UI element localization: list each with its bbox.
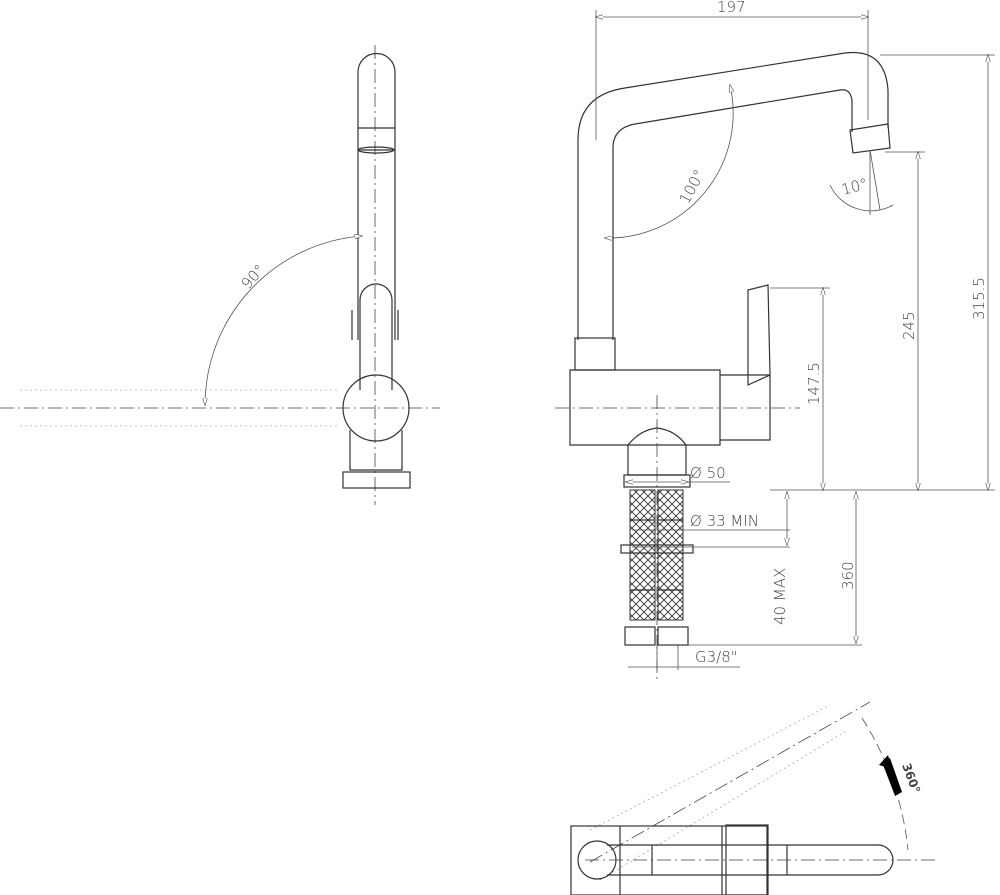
supply-hose-left xyxy=(629,489,656,621)
front-view: 197 100° 10° 245 315.5 147.5 Ø 50 Ø 33 M… xyxy=(555,0,995,680)
outlet-angle-label: 10° xyxy=(839,175,869,199)
spout-rotation-label: 360° xyxy=(899,761,923,795)
supply-hose-right xyxy=(657,489,684,621)
width-overall-label: 197 xyxy=(717,0,746,16)
thread-label: G3/8" xyxy=(695,648,738,666)
total-height-label: 315.5 xyxy=(970,277,988,320)
lever-rotation-label: 90° xyxy=(238,261,269,293)
spout-angle-label: 100° xyxy=(676,167,709,207)
top-view: 360° xyxy=(570,701,935,895)
rotation-arrow-icon xyxy=(882,758,902,796)
side-view: 90° xyxy=(0,45,440,505)
hose-length-label: 360 xyxy=(839,561,857,590)
hole-diameter-label: Ø 33 MIN xyxy=(690,512,759,530)
outlet-height-label: 245 xyxy=(900,311,918,340)
lever-height-label: 147.5 xyxy=(805,362,823,405)
base-diameter-label: Ø 50 xyxy=(690,464,726,482)
deck-thickness-label: 40 MAX xyxy=(771,568,789,625)
